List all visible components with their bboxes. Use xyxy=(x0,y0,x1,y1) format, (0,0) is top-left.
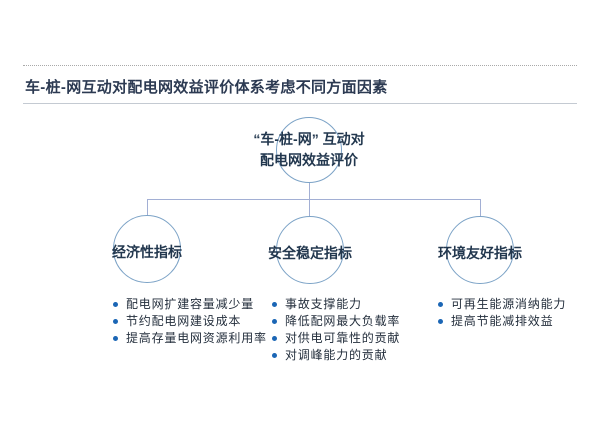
bullet-dot-icon xyxy=(272,352,277,358)
list-item-text: 降低配网最大负载率 xyxy=(285,314,401,328)
root-node-label-line1: “车-桩-网” 互动对 xyxy=(253,131,365,147)
branch-safety-circle xyxy=(276,216,344,284)
connector-branch3-stem xyxy=(480,199,481,216)
list-item-text: 提高存量电网资源利用率 xyxy=(126,331,267,345)
branch-environment-circle xyxy=(446,216,514,284)
branch-environment-label: 环境友好指标 xyxy=(438,245,522,261)
list-item-text: 可再生能源消纳能力 xyxy=(451,297,567,311)
bullet-dot-icon xyxy=(113,335,118,341)
bullet-dot-icon xyxy=(272,301,277,307)
list-item: 可再生能源消纳能力 xyxy=(438,298,566,310)
list-item: 节约配电网建设成本 xyxy=(113,315,267,327)
list-item-text: 对供电可靠性的贡献 xyxy=(285,331,401,345)
bullet-dot-icon xyxy=(438,301,443,307)
connector-horizontal xyxy=(147,199,481,200)
safety-bullet-list: 事故支撑能力 降低配网最大负载率 对供电可靠性的贡献 对调峰能力的贡献 xyxy=(272,298,400,366)
bullet-dot-icon xyxy=(113,318,118,324)
bullet-dot-icon xyxy=(438,318,443,324)
root-node-circle xyxy=(276,117,342,183)
list-item: 对调峰能力的贡献 xyxy=(272,349,400,361)
list-item: 提高节能减排效益 xyxy=(438,315,566,327)
list-item: 配电网扩建容量减少量 xyxy=(113,298,267,310)
list-item: 提高存量电网资源利用率 xyxy=(113,332,267,344)
title-underline xyxy=(23,103,577,104)
list-item-text: 节约配电网建设成本 xyxy=(126,314,242,328)
list-item: 降低配网最大负载率 xyxy=(272,315,400,327)
branch-economic-label: 经济性指标 xyxy=(112,244,182,260)
list-item-text: 事故支撑能力 xyxy=(285,297,362,311)
list-item: 事故支撑能力 xyxy=(272,298,400,310)
bullet-dot-icon xyxy=(272,335,277,341)
root-node: “车-桩-网” 互动对 配电网效益评价 xyxy=(234,129,384,171)
list-item: 对供电可靠性的贡献 xyxy=(272,332,400,344)
top-dotted-divider xyxy=(23,65,577,66)
economic-bullet-list: 配电网扩建容量减少量 节约配电网建设成本 提高存量电网资源利用率 xyxy=(113,298,267,349)
environment-bullet-list: 可再生能源消纳能力 提高节能减排效益 xyxy=(438,298,566,332)
branch-economic-circle xyxy=(113,215,181,283)
list-item-text: 配电网扩建容量减少量 xyxy=(126,297,255,311)
bullet-dot-icon xyxy=(272,318,277,324)
list-item-text: 对调峰能力的贡献 xyxy=(285,348,388,362)
bullet-dot-icon xyxy=(113,301,118,307)
list-item-text: 提高节能减排效益 xyxy=(451,314,554,328)
branch-safety-label: 安全稳定指标 xyxy=(268,245,352,261)
connector-branch1-stem xyxy=(147,199,148,216)
root-node-label-line2: 配电网效益评价 xyxy=(260,152,358,168)
page-title: 车-桩-网互动对配电网效益评价体系考虑不同方面因素 xyxy=(25,79,388,96)
